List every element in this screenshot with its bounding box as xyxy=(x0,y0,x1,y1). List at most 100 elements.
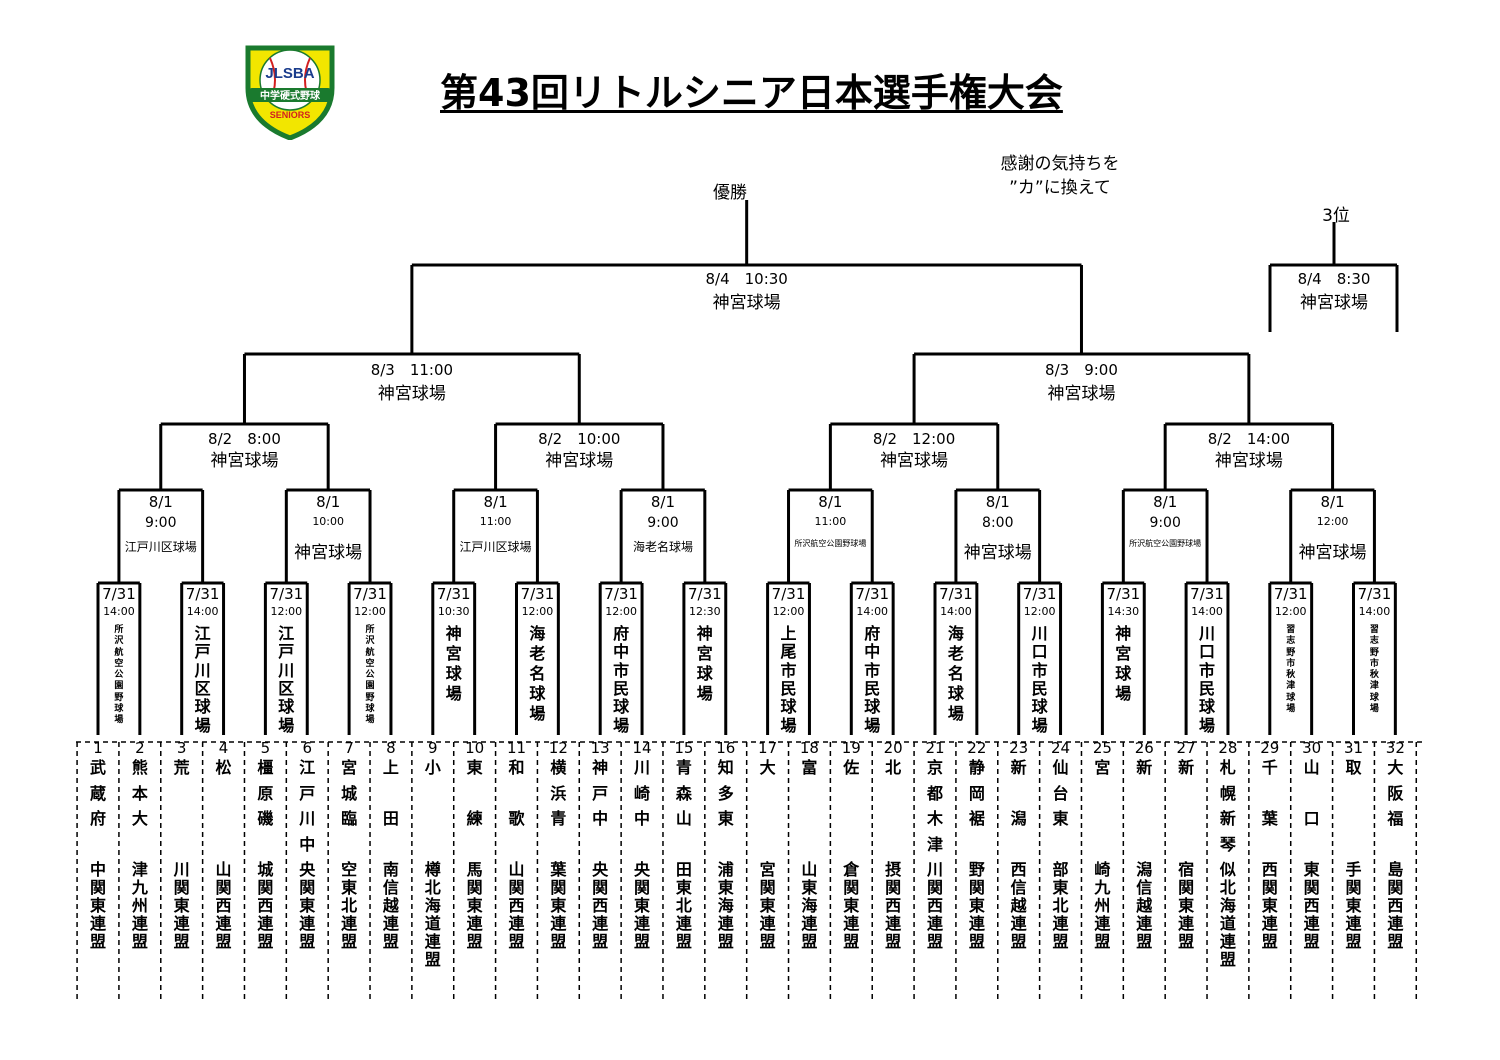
r1-venue: 江戸川区球場 xyxy=(278,624,295,735)
motto-line-2: ”カ”に換えて xyxy=(1009,178,1111,198)
team-name: 新 潟 xyxy=(1136,758,1153,880)
r2-date: 8/1 xyxy=(148,493,173,511)
r1-time: 12:30 xyxy=(688,605,721,618)
r2-time: 10:00 xyxy=(312,515,345,528)
r2-time: 8:00 xyxy=(982,515,1014,531)
r1-venue: 川口市民球場 xyxy=(1199,624,1216,735)
r2-date: 8/1 xyxy=(483,493,508,511)
svg-text:中学硬式野球: 中学硬式野球 xyxy=(260,89,321,102)
seed-number: 13 xyxy=(590,739,610,757)
r2-venue: 江戸川区球場 xyxy=(459,540,532,554)
conference-name: 北海道連盟 xyxy=(1219,878,1236,969)
conference-name: 関西連盟 xyxy=(592,878,609,951)
team-name: 取 手 xyxy=(1345,758,1362,880)
r2-venue: 所沢航空公園野球場 xyxy=(794,539,867,548)
conference-name: 関東連盟 xyxy=(634,878,651,951)
seed-number: 8 xyxy=(386,739,396,757)
r1-venue: 所沢航空公園野球場 xyxy=(365,625,375,725)
r1-date: 7/31 xyxy=(1106,585,1141,603)
r1-date: 7/31 xyxy=(604,585,638,603)
r1-time: 12:00 xyxy=(772,605,805,618)
conference-name: 北海道連盟 xyxy=(424,878,441,969)
seed-number: 18 xyxy=(799,739,819,757)
conference-name: 九州連盟 xyxy=(131,878,148,951)
r1-venue: 江戸川区球場 xyxy=(194,624,211,735)
conference-name: 関西連盟 xyxy=(1303,878,1320,951)
seed-number: 24 xyxy=(1051,739,1071,757)
team-name: 小 樽 xyxy=(424,758,441,880)
r1-venue: 海老名球場 xyxy=(529,624,546,723)
r1-date: 7/31 xyxy=(1357,585,1392,603)
r1-venue: 所沢航空公園野球場 xyxy=(114,625,124,725)
seed-number: 1 xyxy=(93,739,103,757)
seed-number: 3 xyxy=(176,739,187,757)
r2-time: 9:00 xyxy=(145,515,177,531)
seed-number: 2 xyxy=(135,739,145,757)
champion-label: 優勝 xyxy=(713,183,747,203)
seed-number: 30 xyxy=(1302,739,1322,757)
seed-number: 4 xyxy=(218,739,229,757)
team-name: 新 宿 xyxy=(1178,758,1195,880)
team-name: 松 山 xyxy=(215,758,232,880)
seed-number: 17 xyxy=(758,739,778,757)
qf-date: 8/2 10:00 xyxy=(538,430,621,448)
r2-venue: 所沢航空公園野球場 xyxy=(1129,539,1202,548)
r1-venue: 神宮球場 xyxy=(1115,624,1132,703)
seed-number: 22 xyxy=(967,739,987,757)
r2-venue: 海老名球場 xyxy=(632,540,693,554)
r1-date: 7/31 xyxy=(1273,585,1308,603)
r1-venue: 川口市民球場 xyxy=(1031,624,1048,735)
conference-name: 関西連盟 xyxy=(257,878,274,951)
seed-number: 31 xyxy=(1343,739,1364,757)
team-name: 青森山 田 xyxy=(675,758,692,880)
conference-name: 関東連盟 xyxy=(843,878,860,951)
jlsba-logo: JLSBA 中学硬式野球 SENIORS xyxy=(240,40,340,141)
team-name: 和 歌 山 xyxy=(508,758,525,880)
r1-venue: 神宮球場 xyxy=(445,624,462,703)
third-place-label: 3位 xyxy=(1322,206,1350,226)
seed-number: 9 xyxy=(428,739,438,757)
sf-venue: 神宮球場 xyxy=(1047,384,1116,404)
team-name: 仙台東 部 xyxy=(1052,758,1069,880)
team-name: 新 潟 西 xyxy=(1010,758,1027,880)
svg-text:SENIORS: SENIORS xyxy=(270,110,311,120)
seed-number: 14 xyxy=(632,739,652,757)
seed-number: 7 xyxy=(344,739,354,757)
sf-date: 8/3 9:00 xyxy=(1045,361,1118,379)
conference-name: 東北連盟 xyxy=(675,878,692,951)
r2-time: 9:00 xyxy=(647,515,679,531)
team-name: 橿原磯 城 xyxy=(257,758,274,880)
conference-name: 関東連盟 xyxy=(968,878,985,951)
team-name: 東 練 馬 xyxy=(466,758,483,880)
team-name: 横浜青 葉 xyxy=(550,758,567,880)
r2-time: 12:00 xyxy=(1316,515,1349,528)
seed-number: 19 xyxy=(841,739,861,757)
conference-name: 東北連盟 xyxy=(341,878,358,951)
seed-number: 6 xyxy=(302,739,313,757)
r1-time: 14:30 xyxy=(1107,605,1140,618)
seed-number: 20 xyxy=(883,739,903,757)
conference-name: 関東連盟 xyxy=(466,878,483,951)
seed-number: 23 xyxy=(1009,739,1029,757)
r1-date: 7/31 xyxy=(687,585,722,603)
r2-time: 9:00 xyxy=(1149,515,1181,531)
sf-date: 8/3 11:00 xyxy=(370,361,454,379)
r2-time: 11:00 xyxy=(814,515,847,528)
qf-venue: 神宮球場 xyxy=(1214,451,1283,471)
team-name: 熊本大 津 xyxy=(131,758,148,880)
team-name: 上 田 南 xyxy=(382,758,399,880)
team-name: 宮 崎 xyxy=(1094,758,1111,880)
team-name: 大 宮 xyxy=(759,758,776,880)
r2-date: 8/1 xyxy=(1320,493,1345,511)
r2-date: 8/1 xyxy=(818,493,843,511)
conference-name: 関東連盟 xyxy=(759,878,776,951)
final-date: 8/4 10:30 xyxy=(705,270,788,288)
r1-time: 14:00 xyxy=(940,605,972,618)
r1-time: 14:00 xyxy=(186,605,219,618)
qf-venue: 神宮球場 xyxy=(210,451,279,471)
motto: 感謝の気持ちを ”カ”に換えて xyxy=(960,152,1160,200)
team-name: 佐 倉 xyxy=(843,758,860,880)
page-title: 第43回リトルシニア日本選手権大会 xyxy=(440,71,1063,115)
qf-date: 8/2 14:00 xyxy=(1207,430,1291,448)
